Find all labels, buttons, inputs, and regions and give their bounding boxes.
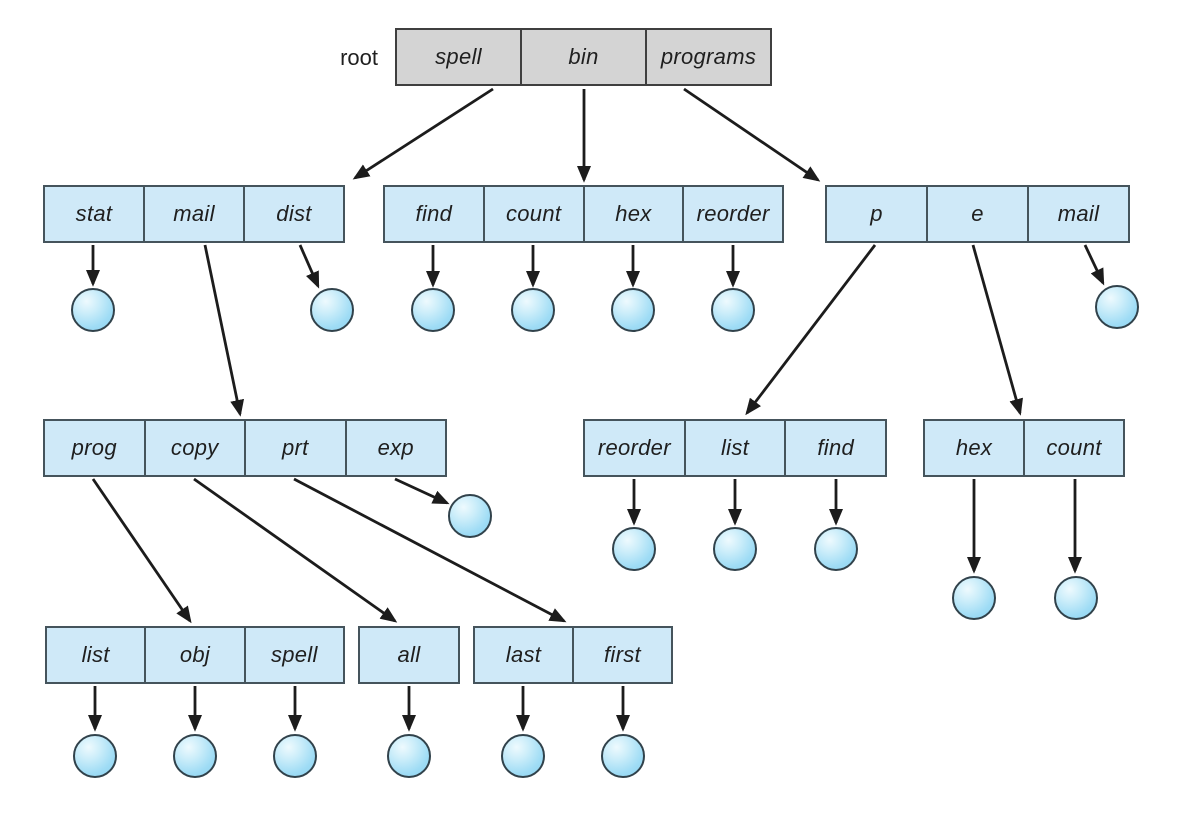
dir-entry-reorder2: reorder	[597, 435, 671, 460]
file-node-reorder	[711, 288, 755, 332]
file-node-reorder2	[612, 527, 656, 571]
dir-entry-programs: programs	[645, 30, 770, 84]
file-node-spell2	[273, 734, 317, 778]
dir-entry-mail: mail	[143, 187, 243, 241]
file-node-all	[387, 734, 431, 778]
file-node-hex2	[952, 576, 996, 620]
file-node-list2	[713, 527, 757, 571]
dir-entry-mail2: mail	[1027, 187, 1128, 241]
file-node-first	[601, 734, 645, 778]
arrow-programs-to-pemail	[683, 87, 821, 182]
dir-entry-list2: list	[683, 421, 785, 475]
dir-entry-spell2: spell	[243, 628, 343, 682]
file-node-dist	[310, 288, 354, 332]
root-directory-box: spell bin programs	[395, 28, 772, 86]
file-node-find	[411, 288, 455, 332]
file-node-count2	[1054, 576, 1098, 620]
dir-entry-last: last	[505, 642, 542, 667]
dir-entry-find2: find	[784, 421, 885, 475]
file-node-obj	[173, 734, 217, 778]
file-node-last	[501, 734, 545, 778]
dir-entry-count2: count	[1023, 421, 1123, 475]
dir-entry-reorder: reorder	[682, 187, 782, 241]
directory-box-bin: find count hex reorder	[383, 185, 784, 243]
dir-entry-hex2: hex	[955, 435, 993, 460]
dir-entry-find: find	[415, 201, 453, 226]
arrow-dist-to-file	[298, 244, 320, 289]
dir-entry-hex: hex	[582, 187, 683, 241]
dir-entry-dist: dist	[243, 187, 343, 241]
arrow-spell-to-statmaildist	[352, 87, 494, 180]
dir-entry-prt: prt	[244, 421, 345, 475]
arrow-copy-to-all	[193, 477, 398, 623]
directory-box-programs: p e mail	[825, 185, 1130, 243]
directory-box-e: hex count	[923, 419, 1125, 477]
directory-box-p: reorder list find	[583, 419, 887, 477]
directory-box-copy: all	[358, 626, 460, 684]
file-node-mail2	[1095, 285, 1139, 329]
directory-box-prt: last first	[473, 626, 673, 684]
directory-box-spell: stat mail dist	[43, 185, 345, 243]
root-label: root	[340, 45, 378, 70]
arrow-p-to-reorderlistfind	[745, 244, 877, 416]
arrow-exp-to-file	[394, 477, 450, 505]
dir-entry-p: p	[870, 201, 883, 226]
dir-entry-stat: stat	[75, 201, 113, 226]
dir-entry-obj: obj	[144, 628, 243, 682]
dir-entry-spell: spell	[435, 44, 482, 69]
dir-entry-count: count	[482, 187, 583, 241]
dir-entry-list3: list	[81, 642, 110, 667]
dir-entry-e: e	[926, 187, 1027, 241]
arrow-prog-to-listobjspell	[91, 478, 192, 624]
file-node-exp	[448, 494, 492, 538]
dir-entry-prog: prog	[71, 435, 117, 460]
file-node-list3	[73, 734, 117, 778]
arrow-mail2-to-file	[1083, 244, 1105, 286]
arrow-e-to-hexcount	[971, 244, 1023, 416]
file-node-hex	[611, 288, 655, 332]
file-node-find2	[814, 527, 858, 571]
arrow-prt-to-lastfirst	[293, 477, 567, 623]
dir-entry-copy: copy	[143, 421, 245, 475]
arrow-mail-to-progcopyprtexp	[203, 244, 245, 417]
dir-entry-first: first	[572, 628, 671, 682]
file-node-stat	[71, 288, 115, 332]
dir-entry-all: all	[397, 642, 421, 667]
file-node-count	[511, 288, 555, 332]
directory-box-prog: list obj spell	[45, 626, 345, 684]
directory-box-mail: prog copy prt exp	[43, 419, 447, 477]
dir-entry-exp: exp	[344, 421, 446, 475]
dir-entry-bin: bin	[520, 30, 645, 84]
